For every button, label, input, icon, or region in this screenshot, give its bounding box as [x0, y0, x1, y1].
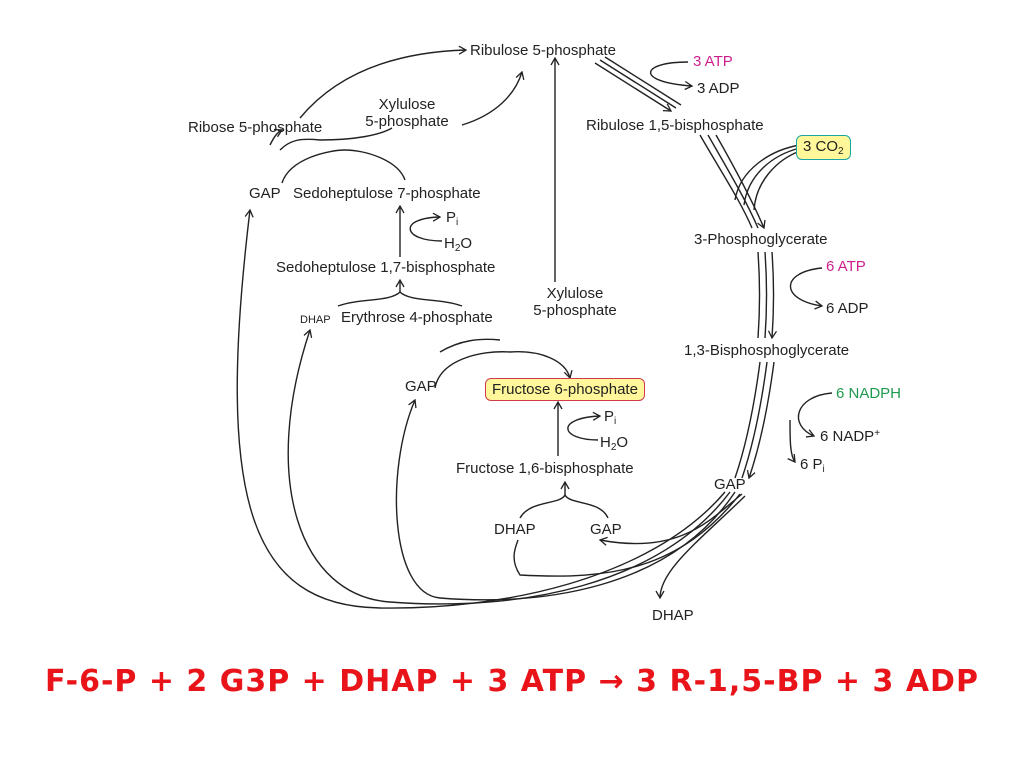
- arrow-ribose-to-ru5p: [299, 45, 468, 119]
- adp3-label: 3 ADP: [697, 80, 740, 97]
- adp6-label: 6 ADP: [826, 300, 869, 317]
- h2o-s-o: O: [460, 235, 473, 252]
- h2o-s-h: H: [444, 235, 455, 252]
- h2o-f-subscript: 2: [610, 442, 617, 453]
- erythrose-4-phosphate-label: Erythrose 4-phosphate: [341, 309, 493, 326]
- fructose-6-phosphate-box: Fructose 6-phosphate: [485, 378, 645, 401]
- xylulose-top-label: Xylulose 5-phosphate: [352, 96, 462, 130]
- fbp-pi-h2o-loop: [567, 411, 602, 441]
- ribulose-bisphosphate-label: Ribulose 1,5-bisphosphate: [586, 117, 764, 134]
- arrow-to-gap-low: [598, 493, 743, 546]
- h2o-f-label: H2O: [600, 434, 628, 453]
- h2o-f-h: H: [600, 434, 611, 451]
- arrow-rubp-to-pga: [699, 134, 766, 230]
- co2-subscript: 2: [838, 146, 844, 157]
- co2-box: 3 CO2: [796, 135, 851, 160]
- nadp6-label: 6 NADP+: [820, 428, 880, 447]
- ribose-5-phosphate-label: Ribose 5-phosphate: [188, 119, 323, 136]
- nadph6-label: 6 NADPH: [836, 385, 902, 402]
- arrow-f6p-gap-transketolase: [434, 351, 573, 389]
- dhap-small-label: DHAP: [300, 314, 331, 326]
- overall-equation: F-6-P + 2 G3P + DHAP + 3 ATP → 3 R-1,5-B…: [45, 664, 979, 699]
- dhap-low-label: DHAP: [494, 521, 536, 538]
- xylulose-mid-label: Xylulose 5-phosphate: [520, 285, 630, 319]
- pi-f-label: Pi: [604, 408, 616, 427]
- nadp6-superscript: +: [874, 428, 881, 439]
- atp3-label: 3 ATP: [693, 53, 733, 70]
- phosphoglycerate-label: 3-Phosphoglycerate: [694, 231, 828, 248]
- atp6-to-adp6-arrow: [790, 267, 824, 310]
- gap-low-label: GAP: [590, 521, 622, 538]
- ribulose-5-phosphate-label: Ribulose 5-phosphate: [470, 42, 616, 59]
- sedoheptulose-bisphosphate-label: Sedoheptulose 1,7-bisphosphate: [276, 259, 496, 276]
- co2-text: 3 CO: [803, 138, 839, 155]
- gap-mid-label: GAP: [405, 378, 437, 395]
- xylulose-mid-line2: 5-phosphate: [533, 302, 617, 319]
- arrow-xylulose-top-to-ru5p: [461, 70, 525, 126]
- pi6-text: 6 P: [800, 456, 823, 473]
- bisphosphoglycerate-label: 1,3-Bisphosphoglycerate: [684, 342, 850, 359]
- pi6-label: 6 Pi: [800, 456, 825, 475]
- h2o-s-subscript: 2: [454, 243, 461, 254]
- pi-f-text: P: [604, 408, 615, 425]
- arrow-gap-s7p-transketolase: [281, 149, 406, 184]
- pi-s-subscript: i: [456, 217, 459, 228]
- arrow-dhap-gap-to-fbp: [519, 493, 609, 519]
- xylulose-mid-line1: Xylulose: [546, 285, 604, 302]
- arrow-ru5p-to-rubp: [594, 56, 682, 112]
- pi-s-text: P: [446, 209, 457, 226]
- nadp6-text: 6 NADP: [820, 428, 875, 445]
- xylulose-top-line2: 5-phosphate: [365, 113, 449, 130]
- arrow-bpg-to-gap: [734, 361, 775, 480]
- arrow-pga-to-bpg: [757, 251, 778, 340]
- arrow-dhap-e4p-to-sbp: [337, 291, 463, 307]
- h2o-s-label: H2O: [444, 235, 472, 254]
- h2o-f-o: O: [616, 434, 629, 451]
- gap-left-label: GAP: [249, 185, 281, 202]
- pi-f-subscript: i: [614, 416, 617, 427]
- nadph-to-nadp-arrow: [797, 392, 833, 438]
- gap-right-label: GAP: [714, 476, 746, 493]
- arrows-gap-recycle: [236, 208, 741, 609]
- atp6-label: 6 ATP: [826, 258, 866, 275]
- fructose-bisphosphate-label: Fructose 1,6-bisphosphate: [456, 460, 634, 477]
- dhap-bottom-label: DHAP: [652, 607, 694, 624]
- atp3-to-adp3-arrow: [649, 61, 694, 91]
- pi-s-label: Pi: [446, 209, 458, 228]
- co2-input-curves: [734, 144, 801, 211]
- sbp-pi-h2o-loop: [409, 212, 443, 242]
- arrow-to-dhap-bottom: [655, 495, 746, 600]
- pi6-subscript: i: [822, 464, 825, 475]
- pi-output-arrow: [787, 419, 796, 464]
- sedoheptulose-7-phosphate-label: Sedoheptulose 7-phosphate: [293, 185, 481, 202]
- xylulose-top-line1: Xylulose: [378, 96, 436, 113]
